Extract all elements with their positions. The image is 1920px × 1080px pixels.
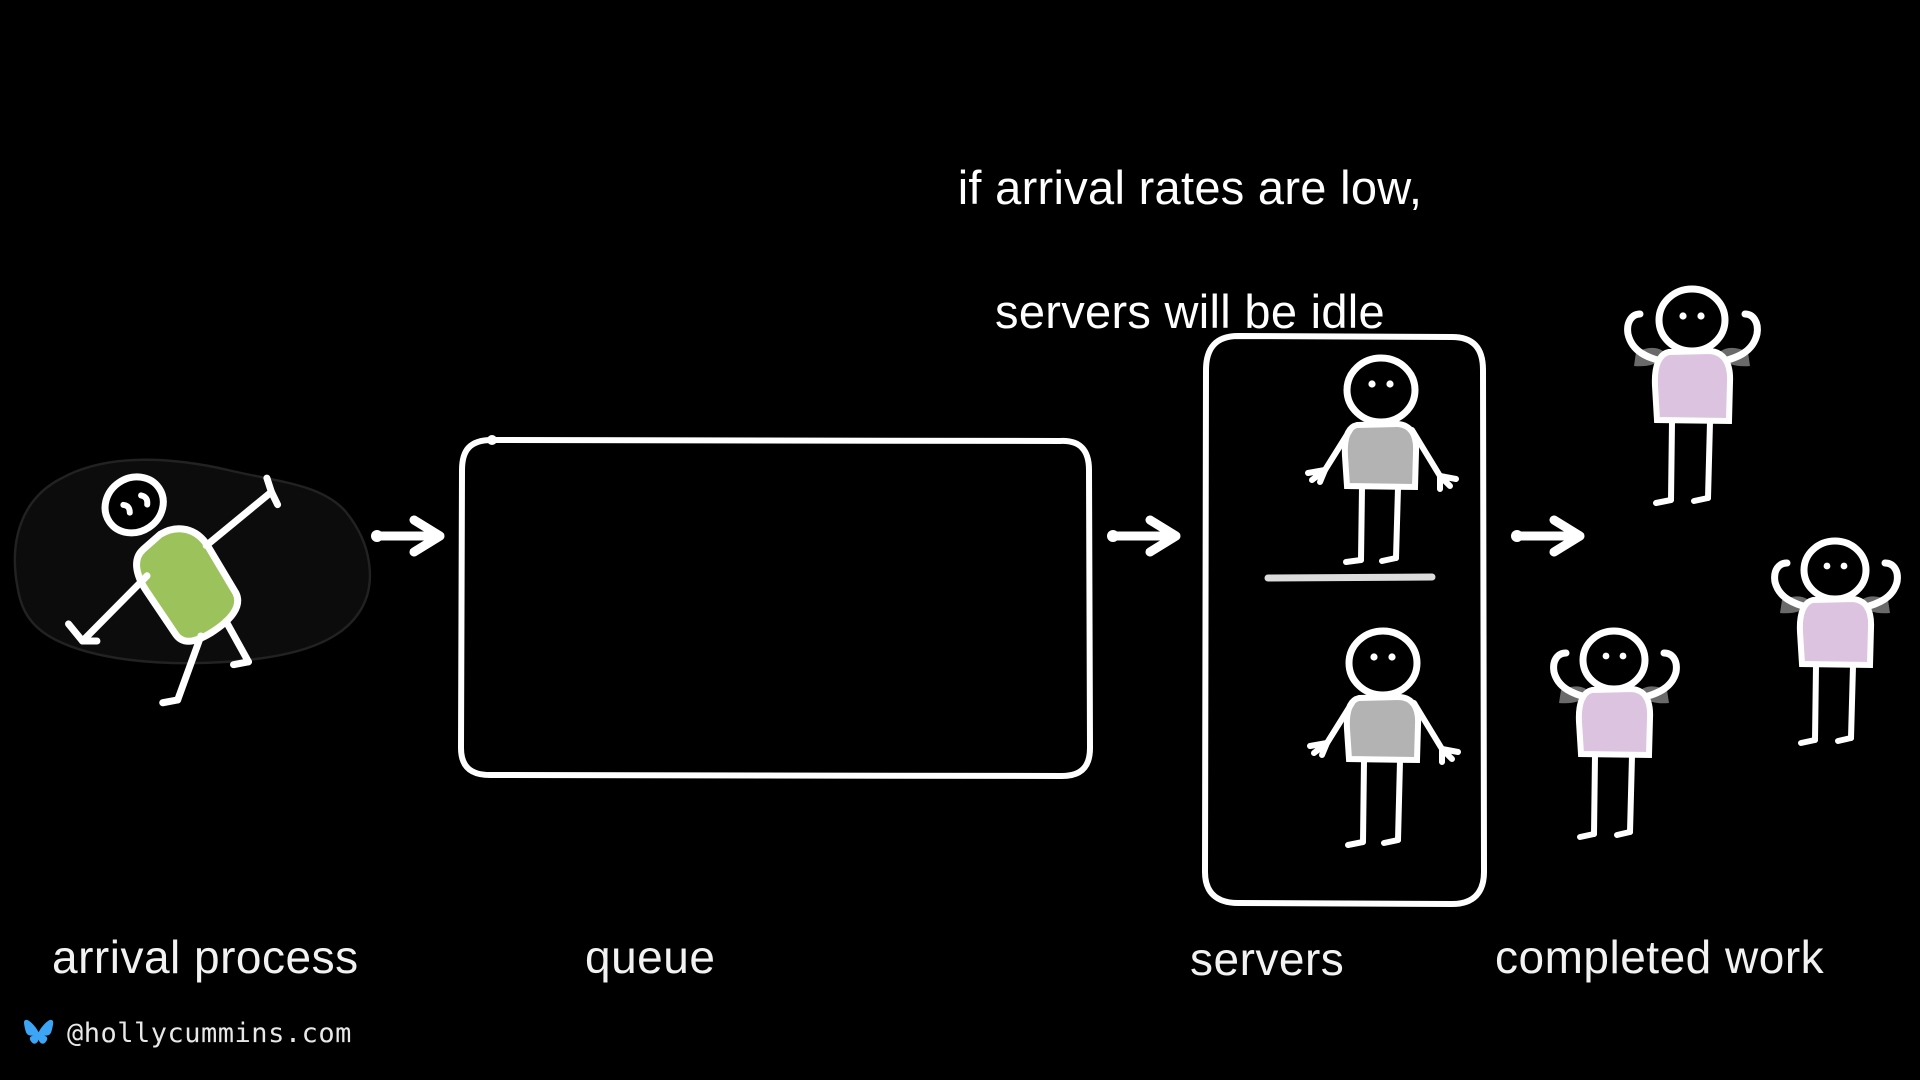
stage-label-arrival-process: arrival process xyxy=(52,931,359,983)
server-2-arm-left xyxy=(1324,700,1355,746)
arrival-figure-head xyxy=(101,473,167,537)
server-figure-1 xyxy=(1305,354,1459,565)
completed-2-head xyxy=(1800,537,1870,603)
arrow-queue-to-servers xyxy=(1107,515,1181,557)
completed-work-group xyxy=(1550,285,1901,840)
completed-1-foot-left xyxy=(1653,497,1674,506)
arrival-figure-leg-right xyxy=(222,617,252,666)
servers-divider xyxy=(1264,573,1436,582)
completed-1-leg-left xyxy=(1668,419,1675,503)
completed-3-arm-left xyxy=(1550,649,1593,702)
server-2-foot-right xyxy=(1381,837,1401,846)
server-2-body xyxy=(1343,693,1422,764)
stage-label-completed-work: completed work xyxy=(1495,931,1825,983)
completed-2-leg-left xyxy=(1812,663,1819,743)
completed-1-head xyxy=(1655,285,1729,355)
arrival-figure-hand-left xyxy=(65,620,101,645)
caption-line-1: if arrival rates are low, xyxy=(957,161,1423,215)
arrival-figure-hand-right xyxy=(263,474,282,509)
arrow-servers-to-completed xyxy=(1511,515,1585,557)
server-1-foot-left xyxy=(1343,557,1364,565)
completed-2-body xyxy=(1796,595,1875,669)
server-2-foot-left xyxy=(1345,839,1366,848)
completed-3-body xyxy=(1575,685,1654,759)
completed-2-arm-right xyxy=(1858,559,1901,612)
arrival-figure-eye-left xyxy=(120,501,133,516)
completed-figure-2 xyxy=(1771,537,1901,746)
completed-1-arm-right xyxy=(1716,310,1761,366)
arrival-figure-leg-left xyxy=(174,632,205,704)
completed-1-body xyxy=(1651,347,1734,425)
server-1-leg-right xyxy=(1393,485,1401,561)
completed-3-leg-right xyxy=(1627,753,1635,835)
completed-3-leg-left xyxy=(1591,753,1598,837)
completed-3-foot-right xyxy=(1614,829,1633,838)
arrival-figure-arm-left xyxy=(79,572,151,645)
queue-box xyxy=(457,435,1094,780)
server-2-arm-right xyxy=(1411,700,1445,752)
watermark-handle: @hollycummins.com xyxy=(67,1018,352,1049)
server-2-hand-right xyxy=(1439,746,1461,765)
queue-box-outline xyxy=(457,436,1094,780)
servers-box-outline xyxy=(1201,332,1488,908)
completed-3-eye-left xyxy=(1602,652,1610,660)
server-1-arm-right xyxy=(1409,427,1443,479)
completed-1-foot-right xyxy=(1691,495,1711,504)
completed-2-eye-left xyxy=(1823,562,1831,570)
stage-label-queue: queue xyxy=(585,931,716,983)
completed-1-eye-left xyxy=(1679,312,1687,320)
completed-3-arm-right xyxy=(1637,649,1680,702)
completed-figure-3 xyxy=(1550,627,1680,840)
watermark: @hollycummins.com xyxy=(22,1018,352,1049)
server-1-hand-left xyxy=(1305,467,1328,485)
arrival-stick-figure xyxy=(65,473,282,707)
server-1-hand-right xyxy=(1437,473,1459,492)
arrival-figure-foot-left xyxy=(159,696,182,707)
server-2-leg-right xyxy=(1395,758,1403,843)
arrival-process-group xyxy=(13,458,371,707)
completed-2-foot-right xyxy=(1835,735,1854,744)
server-1-arm-left xyxy=(1322,427,1353,473)
caption-line-2: servers will be idle xyxy=(995,285,1385,339)
server-2-eye-right xyxy=(1388,653,1396,661)
server-1-eye-left xyxy=(1368,380,1376,388)
arrival-figure-foot-right xyxy=(230,658,252,669)
completed-2-arm-left xyxy=(1771,559,1814,612)
completed-1-leg-right xyxy=(1705,419,1713,501)
server-2-leg-left xyxy=(1360,758,1367,845)
completed-3-head xyxy=(1579,627,1649,693)
servers-box xyxy=(1201,332,1488,908)
arrow-arrival-to-queue xyxy=(371,515,445,557)
butterfly-icon xyxy=(24,1019,54,1044)
server-1-leg-left xyxy=(1358,485,1365,563)
completed-3-foot-left xyxy=(1577,831,1597,840)
server-figure-2 xyxy=(1307,627,1461,848)
server-2-head xyxy=(1345,627,1421,699)
completed-2-leg-right xyxy=(1848,663,1856,741)
arrival-figure-eye-right xyxy=(138,492,151,508)
server-2-hand-left xyxy=(1307,740,1330,758)
server-1-body xyxy=(1341,420,1420,491)
stage-label-servers: servers xyxy=(1190,933,1345,985)
server-2-eye-left xyxy=(1370,653,1378,661)
slide-caption: if arrival rates are low, servers will b… xyxy=(880,95,1500,405)
arrival-figure-arm-right xyxy=(202,488,275,550)
completed-1-arm-left xyxy=(1624,310,1669,366)
completed-figure-1 xyxy=(1624,285,1761,506)
completed-2-foot-left xyxy=(1798,737,1818,746)
completed-1-eye-right xyxy=(1697,312,1705,320)
server-1-eye-right xyxy=(1386,380,1394,388)
completed-3-eye-right xyxy=(1619,652,1627,660)
completed-2-eye-right xyxy=(1840,562,1848,570)
server-1-foot-right xyxy=(1379,555,1399,564)
